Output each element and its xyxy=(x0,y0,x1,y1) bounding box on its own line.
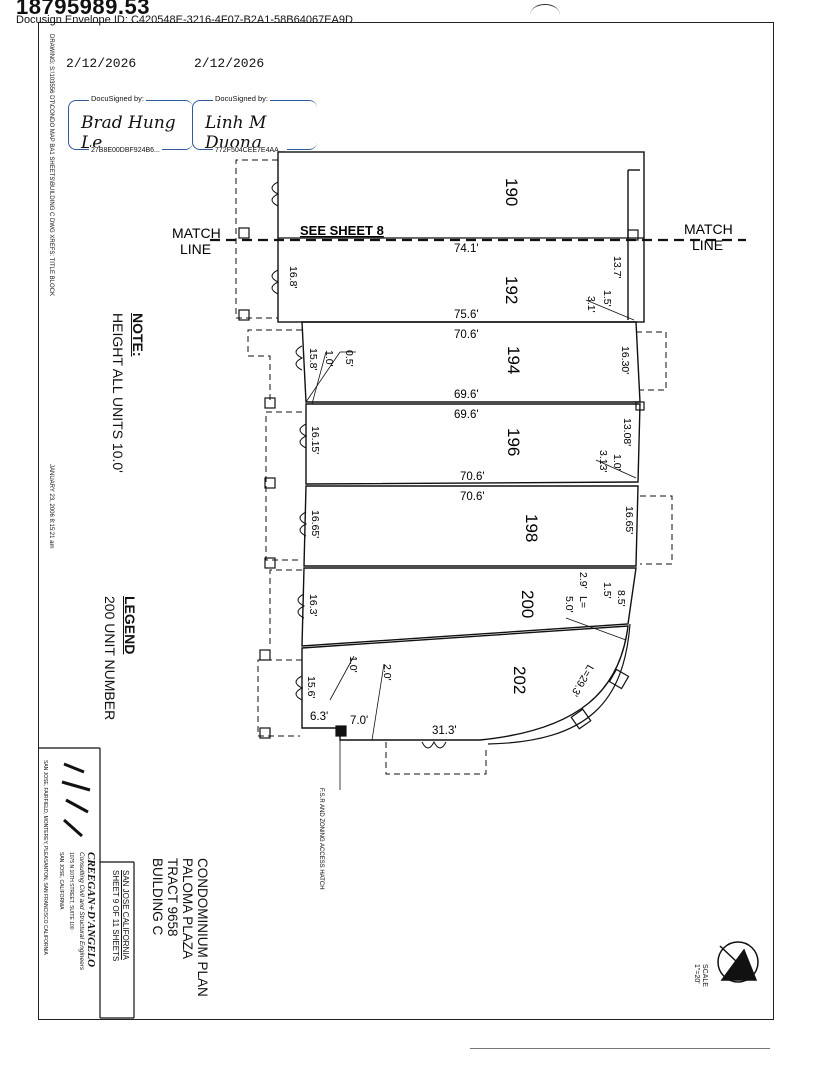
dim-1-0c: 1.0' xyxy=(611,454,623,471)
signature-box-1[interactable]: DocuSigned by: Brad Hung Le 27B8E00DBF92… xyxy=(68,94,193,154)
docusigned-label: DocuSigned by: xyxy=(213,94,270,103)
title-line-3: TRACT 9658 xyxy=(165,858,180,937)
title-line-4: BUILDING C xyxy=(150,858,165,936)
document-number: 18795989.53 xyxy=(16,0,150,19)
firm-block: CREEGAN+D'ANGELO Consulting Civil and St… xyxy=(56,852,97,971)
dim-16-30: 16.30' xyxy=(619,346,631,374)
match-line-label-left: MATCH xyxy=(172,225,221,241)
dim-15-8: 15.8' xyxy=(307,348,319,370)
envelope-id: Docusign Envelope ID: C420548E-3216-4F07… xyxy=(16,14,353,26)
firm-address-1: 1075 N 10TH STREET, SUITE 100 xyxy=(68,852,74,930)
unit-number-196: 196 xyxy=(504,428,523,456)
dim-31-3: 31.3' xyxy=(432,725,457,737)
dim-0-5: 0.5' xyxy=(343,350,355,367)
dim-5-0: 5.0' xyxy=(563,596,575,613)
dim-74-1: 74.1' xyxy=(454,243,479,255)
scale-block: SCALE 1"=20' xyxy=(692,964,708,987)
unit-number-200: 200 xyxy=(518,590,537,618)
unit-196-outline xyxy=(305,403,641,485)
page-curl xyxy=(530,4,560,25)
dim-70-6b: 70.6' xyxy=(460,471,485,483)
docusigned-label: DocuSigned by: xyxy=(89,94,146,103)
title-line-1: CONDOMINIUM PLAN xyxy=(195,858,210,997)
unit-number-198: 198 xyxy=(522,514,541,542)
dim-75-6: 75.6' xyxy=(454,309,479,321)
unit-numbers: 190 192 194 196 198 200 202 xyxy=(502,178,541,694)
firm-name: CREEGAN+D'ANGELO xyxy=(85,852,97,968)
signature-id: 27B8E00DBF924B6... xyxy=(89,147,162,154)
location-text: SAN JOSE CALIFORNIA xyxy=(121,870,130,960)
signature-id: 772F504CEE7E4AA... xyxy=(213,147,287,154)
hatch-note: F.S.R AND ZONING ACCESS HATCH xyxy=(318,788,324,890)
dim-arc-length: L=29.3' xyxy=(568,663,596,699)
dim-2-9: 2.9' xyxy=(577,572,589,589)
dim-1-0b: 1.0' xyxy=(347,656,359,673)
dim-16-3: 16.3' xyxy=(307,594,319,616)
match-line-label-right: MATCH xyxy=(684,221,733,237)
unit-number-192: 192 xyxy=(502,276,521,304)
unit-number-190: 190 xyxy=(502,178,521,206)
unit-198-outline xyxy=(303,485,639,567)
dim-2-0: 2.0' xyxy=(381,664,393,681)
sheet-text: SHEET 9 OF 11 SHEETS xyxy=(111,870,120,962)
dim-70-6c: 70.6' xyxy=(460,491,485,503)
signature-date-2: 2/12/2026 xyxy=(194,56,265,71)
north-arrow-icon xyxy=(717,941,759,983)
match-line-label-right-2: LINE xyxy=(692,237,723,253)
unit-200-outline xyxy=(301,567,637,647)
firm-subtitle: Consulting Civil and Structural Engineer… xyxy=(78,852,85,971)
dim-16-15: 16.15' xyxy=(309,426,321,454)
dim-16-65a: 16.65' xyxy=(309,510,321,538)
title-block-frame xyxy=(38,747,135,1019)
dim-1-0a: 1.0' xyxy=(323,350,335,367)
scale-label: SCALE xyxy=(701,964,708,987)
dim-13-7: 13.7' xyxy=(611,256,623,278)
dim-7-0: 7.0' xyxy=(350,715,368,727)
firm-offices: SAN JOSE, FAIRFIELD, MONTEREY, PLEASANTO… xyxy=(42,760,48,955)
dim-L: L= xyxy=(577,596,589,608)
dim-70-6a: 70.6' xyxy=(454,329,479,341)
match-line-label-left-2: LINE xyxy=(180,241,211,257)
dim-6-3: 6.3' xyxy=(310,711,328,723)
signature-box-2[interactable]: DocuSigned by: Linh M Duong 772F504CEE7E… xyxy=(192,94,317,154)
dim-1-5b: 1.5' xyxy=(601,582,613,599)
dim-16-65b: 16.65' xyxy=(623,506,635,534)
unit-number-194: 194 xyxy=(504,346,523,374)
dim-16-8: 16.8' xyxy=(287,266,299,288)
location-block: SAN JOSE CALIFORNIA SHEET 9 OF 11 SHEETS xyxy=(110,870,130,961)
firm-address-2: SAN JOSE, CALIFORNIA xyxy=(58,852,64,910)
unit-number-202: 202 xyxy=(510,666,529,694)
signature-date-1: 2/12/2026 xyxy=(66,56,137,71)
dim-3-13: 3.13' xyxy=(597,450,609,472)
firm-logo xyxy=(61,762,91,838)
dim-69-6a: 69.6' xyxy=(454,389,479,401)
dim-69-6b: 69.6' xyxy=(454,409,479,421)
dim-8-5: 8.5' xyxy=(615,590,627,607)
sheet-border xyxy=(38,22,774,1020)
title-block-text: CONDOMINIUM PLAN PALOMA PLAZA TRACT 9658… xyxy=(150,858,210,997)
dim-13-08: 13.08' xyxy=(621,418,633,446)
dim-3-1: 3.1' xyxy=(585,296,597,313)
unit-202-outline xyxy=(301,625,629,741)
scan-line xyxy=(470,1048,770,1049)
title-line-2: PALOMA PLAZA xyxy=(180,858,195,960)
dim-1-5a: 1.5' xyxy=(601,290,613,307)
scale-value: 1"=20' xyxy=(693,964,700,984)
see-sheet-label: SEE SHEET 8 xyxy=(300,223,384,238)
dim-15-6: 15.6' xyxy=(305,676,317,698)
